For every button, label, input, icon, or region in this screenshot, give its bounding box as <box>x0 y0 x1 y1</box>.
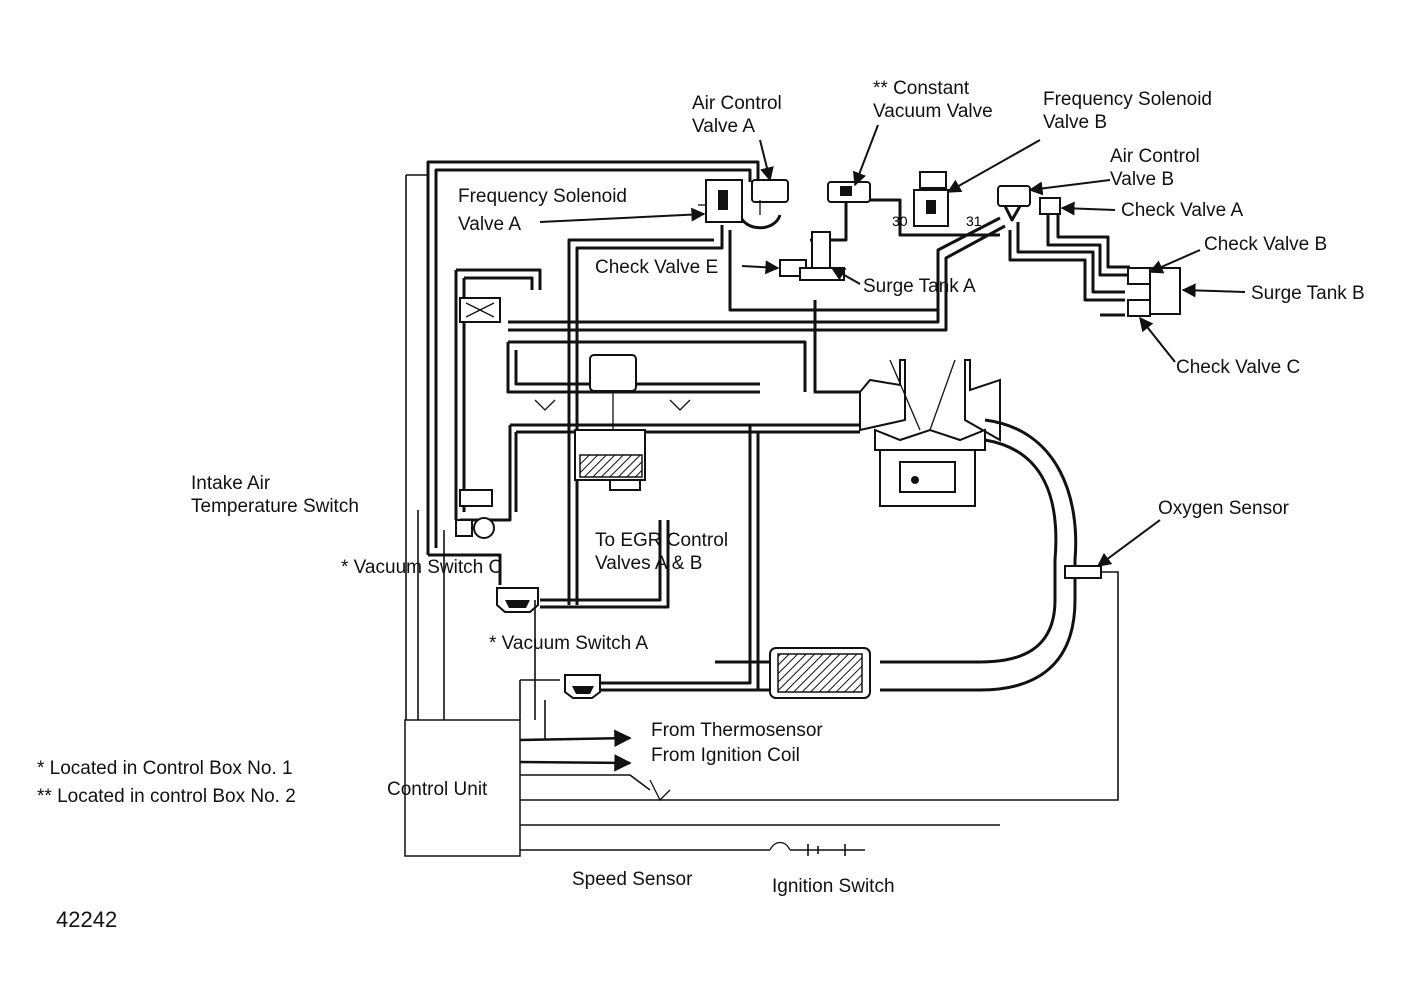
label-surge-tank-a: Surge Tank A <box>863 276 976 297</box>
port-31: 31 <box>966 213 982 229</box>
diagram-id: 42242 <box>56 907 118 932</box>
vacuum-switch-c <box>496 587 539 613</box>
constant-vacuum-valve <box>827 181 871 203</box>
egr-assembly <box>534 354 691 491</box>
check-valve-a <box>1039 197 1061 215</box>
air-control-valve-b <box>997 185 1031 222</box>
engine <box>859 359 1001 507</box>
note-control-box-1: * Located in Control Box No. 1 <box>37 758 293 779</box>
label-speed-sensor: Speed Sensor <box>572 869 693 890</box>
label-ignition-switch: Ignition Switch <box>772 876 895 897</box>
label-egr-control-valves: To EGR Control Valves A & B <box>595 530 729 574</box>
oxygen-sensor <box>1064 565 1102 579</box>
label-air-control-valve-a: Air Control Valve A <box>692 93 782 137</box>
exhaust-system <box>715 418 1078 699</box>
frequency-solenoid-valve-b <box>913 171 949 227</box>
surge-tank-b <box>1127 267 1181 317</box>
label-check-valve-c: Check Valve C <box>1176 357 1301 378</box>
leader-arrows <box>539 124 1246 567</box>
components: 30 31 <box>455 171 1181 699</box>
electrical-wiring <box>404 174 1119 857</box>
label-surge-tank-b: Surge Tank B <box>1251 283 1365 304</box>
label-frequency-solenoid-valve-b: Frequency Solenoid Valve B <box>1043 89 1212 133</box>
label-check-valve-a: Check Valve A <box>1121 200 1244 221</box>
vacuum-hoses <box>426 160 1130 692</box>
label-vacuum-switch-a: * Vacuum Switch A <box>489 633 649 654</box>
air-control-valve-a <box>738 179 789 230</box>
label-control-unit: Control Unit <box>387 779 488 800</box>
label-oxygen-sensor: Oxygen Sensor <box>1158 498 1289 519</box>
intake-air-temperature-switch <box>455 489 495 539</box>
label-constant-vacuum-valve: ** Constant Vacuum Valve <box>873 78 993 122</box>
label-from-ignition-coil: From Ignition Coil <box>651 745 800 766</box>
port-30: 30 <box>892 213 908 229</box>
label-intake-air-temperature-switch: Intake Air Temperature Switch <box>191 473 359 517</box>
label-from-thermosensor: From Thermosensor <box>651 720 823 741</box>
frequency-solenoid-valve-a <box>698 179 743 223</box>
label-vacuum-switch-c: * Vacuum Switch C <box>341 557 503 578</box>
vacuum-switch-a <box>564 674 601 699</box>
note-control-box-2: ** Located in control Box No. 2 <box>37 786 296 807</box>
label-frequency-solenoid-valve-a: Frequency Solenoid Valve A <box>458 186 627 235</box>
label-check-valve-e: Check Valve E <box>595 257 719 278</box>
label-air-control-valve-b: Air Control Valve B <box>1110 146 1200 190</box>
label-check-valve-b: Check Valve B <box>1204 234 1328 255</box>
air-valve-box <box>459 297 501 323</box>
